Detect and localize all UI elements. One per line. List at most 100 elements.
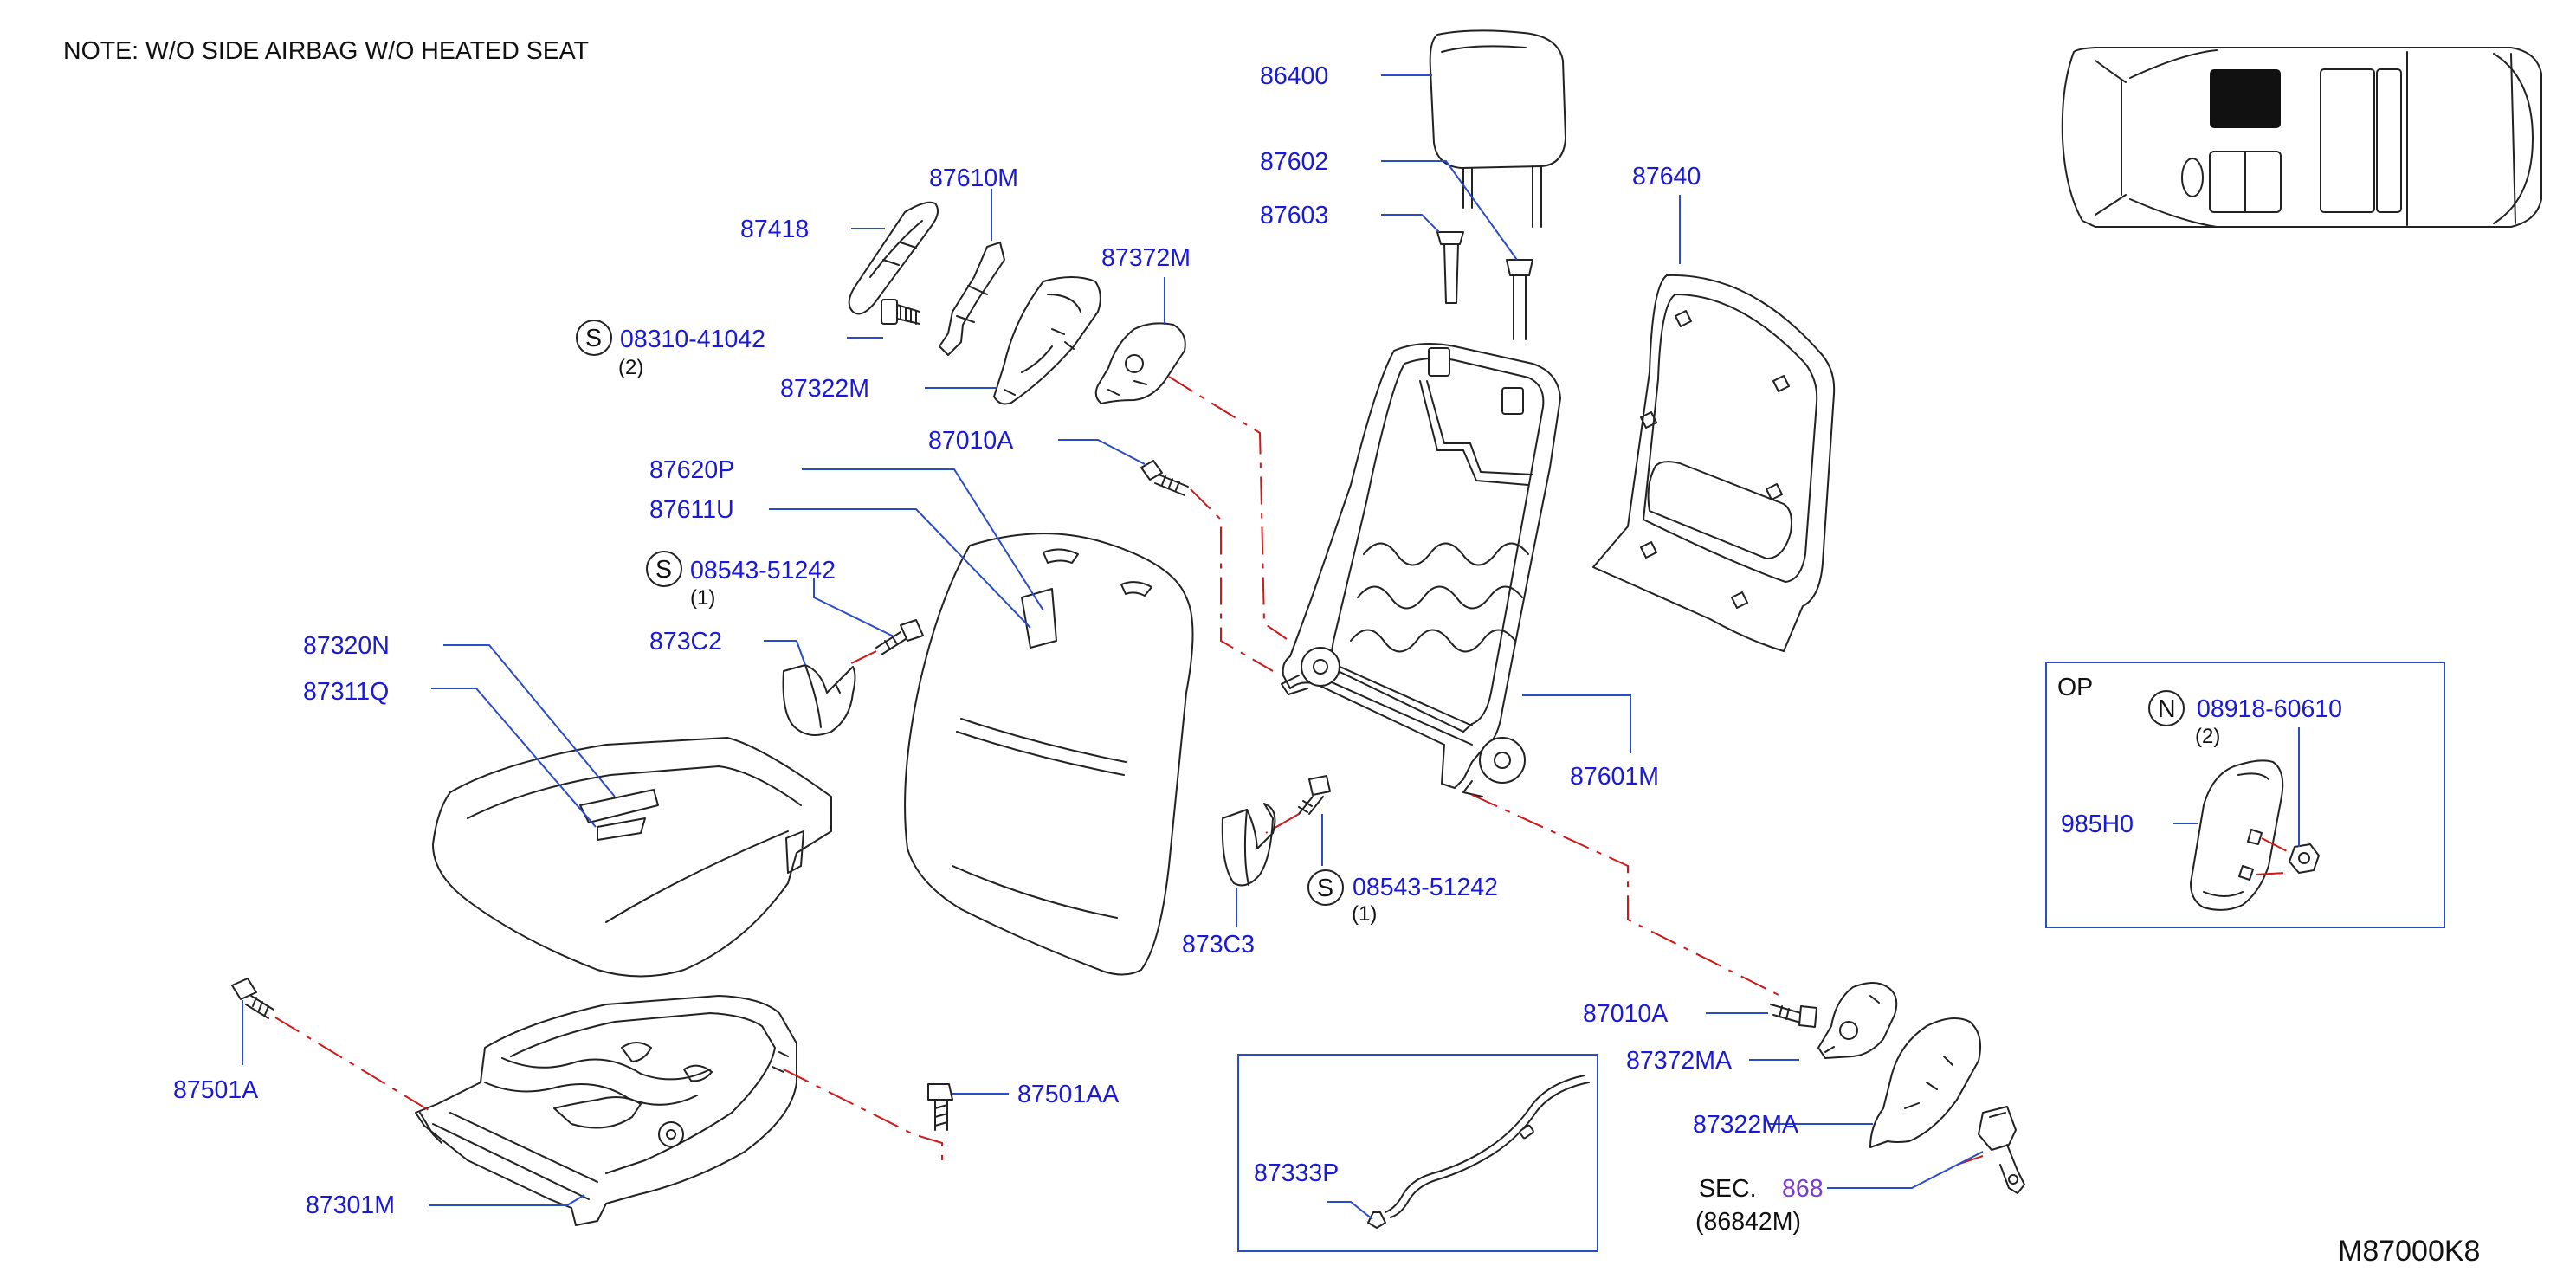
- dash-line-option-2: [2255, 872, 2287, 875]
- dash-line-1: [1168, 376, 1288, 640]
- label-87418: 87418: [740, 216, 809, 243]
- bolt-87501aa-part: [927, 1083, 953, 1131]
- s-symbol-3: [1307, 869, 1344, 906]
- bolt-87501a-part: [231, 978, 274, 1019]
- leader-87333p: [1327, 1201, 1373, 1220]
- cover-873c2-part: [782, 664, 856, 736]
- leader-08543-a: [813, 578, 894, 637]
- dash-line-option: [2261, 837, 2291, 854]
- seat-cushion-frame-part: [415, 995, 797, 1226]
- qty-08918: (2): [2195, 725, 2220, 748]
- label-87601m: 87601M: [1570, 763, 1659, 791]
- bolt-87010a-bottom-part: [1770, 1004, 1817, 1028]
- label-08543-b: 08543-51242: [1353, 874, 1498, 901]
- seat-belt-buckle-part: [1978, 1106, 2025, 1194]
- leader-87620p: [802, 468, 1044, 611]
- label-87322m: 87322M: [780, 375, 869, 403]
- back-board-part: [1592, 274, 1836, 652]
- cable-inset-frame: [1237, 1054, 1598, 1252]
- label-873c3: 873C3: [1182, 931, 1255, 959]
- headrest-guide-87602: [1506, 259, 1533, 340]
- leader-87010a-top: [1058, 439, 1146, 465]
- leader-87301m: [429, 1194, 585, 1206]
- screw-08543-b-part: [1298, 775, 1331, 815]
- dash-line-2: [1190, 488, 1274, 672]
- leader-873c2: [764, 640, 806, 666]
- option-title: OP: [2057, 674, 2093, 701]
- label-87372m: 87372M: [1101, 244, 1191, 272]
- label-985h0: 985H0: [2061, 810, 2134, 838]
- headrest-part: [1429, 29, 1566, 228]
- note-text: NOTE: W/O SIDE AIRBAG W/O HEATED SEAT: [63, 37, 589, 65]
- option-nut-part: [2289, 843, 2320, 874]
- knob-87418-part: [848, 201, 939, 315]
- leader-87320n: [443, 644, 616, 797]
- label-87640: 87640: [1632, 163, 1701, 190]
- finisher-87322ma-part: [1869, 1017, 1981, 1148]
- label-08310: 08310-41042: [620, 326, 765, 353]
- label-873c2: 873C2: [649, 628, 722, 655]
- dash-line-lower-right: [1471, 794, 1785, 998]
- label-87611u: 87611U: [649, 496, 734, 524]
- cable-87333p-part: [1367, 1075, 1590, 1229]
- n-symbol-letter: N: [2158, 695, 2176, 723]
- label-sec-ref: (86842M): [1695, 1208, 1801, 1236]
- diagram-code: M87000K8: [2338, 1235, 2480, 1268]
- leader-87611u: [769, 508, 1031, 629]
- dash-line-87501aa: [783, 1069, 943, 1165]
- label-87301m: 87301M: [306, 1191, 395, 1219]
- qty-08543-a: (1): [690, 586, 715, 610]
- qty-08310: (2): [618, 356, 643, 379]
- leader-sec-868: [1827, 1151, 1984, 1189]
- dash-line-87501a: [274, 1017, 429, 1111]
- label-08543-a: 08543-51242: [690, 557, 836, 584]
- leader-87603: [1381, 214, 1440, 233]
- finisher-87372ma-part: [1817, 982, 1898, 1059]
- s-symbol-2-letter: S: [655, 556, 672, 584]
- s-symbol-1-letter: S: [585, 325, 602, 352]
- screw-08543-a-part: [875, 619, 924, 655]
- option-inset-frame: [2045, 662, 2445, 928]
- label-87010a-bottom: 87010A: [1583, 1000, 1668, 1028]
- finisher-87372m-part: [1094, 322, 1186, 404]
- finisher-87322m-part: [993, 276, 1101, 405]
- label-08918: 08918-60610: [2197, 695, 2342, 723]
- label-87320n: 87320N: [303, 632, 390, 660]
- vehicle-locator-illustration: [2061, 47, 2542, 228]
- leader-87602: [1381, 160, 1518, 261]
- screw-08310-part: [881, 299, 920, 325]
- seat-back-pad-part: [904, 533, 1194, 976]
- highlighted-seat: [2210, 69, 2281, 128]
- seat-cushion-part: [432, 737, 832, 978]
- label-87501a: 87501A: [173, 1076, 258, 1104]
- dash-line-873c3: [1265, 813, 1300, 834]
- headrest-guide-87603: [1436, 231, 1464, 304]
- bolt-87010a-top-part: [1140, 460, 1189, 496]
- label-87501aa: 87501AA: [1017, 1081, 1119, 1108]
- s-symbol-2: [646, 551, 682, 587]
- option-part-985h0: [2190, 759, 2284, 911]
- label-87372ma: 87372MA: [1626, 1047, 1732, 1075]
- leader-87311q: [431, 688, 597, 828]
- n-symbol: [2148, 690, 2185, 726]
- leader-87601m: [1522, 694, 1631, 753]
- label-87333p: 87333P: [1254, 1159, 1339, 1187]
- label-87610m: 87610M: [929, 165, 1018, 192]
- label-87010a-top: 87010A: [928, 427, 1013, 455]
- cover-873c3-part: [1221, 803, 1276, 887]
- label-87322ma: 87322MA: [1693, 1111, 1798, 1139]
- s-symbol-3-letter: S: [1317, 875, 1333, 902]
- label-87620p: 87620P: [649, 456, 734, 484]
- dash-line-873c2: [843, 650, 877, 668]
- label-87602: 87602: [1260, 148, 1328, 176]
- seat-back-frame-part: [1281, 343, 1561, 797]
- label-sec: SEC.: [1699, 1175, 1757, 1203]
- label-87603: 87603: [1260, 202, 1328, 229]
- label-87311q: 87311Q: [303, 678, 389, 706]
- qty-08543-b: (1): [1352, 902, 1377, 926]
- cover-87610m-part: [939, 242, 1005, 356]
- label-86400: 86400: [1260, 62, 1328, 90]
- s-symbol-1: [576, 320, 612, 356]
- label-sec-868[interactable]: 868: [1782, 1175, 1824, 1203]
